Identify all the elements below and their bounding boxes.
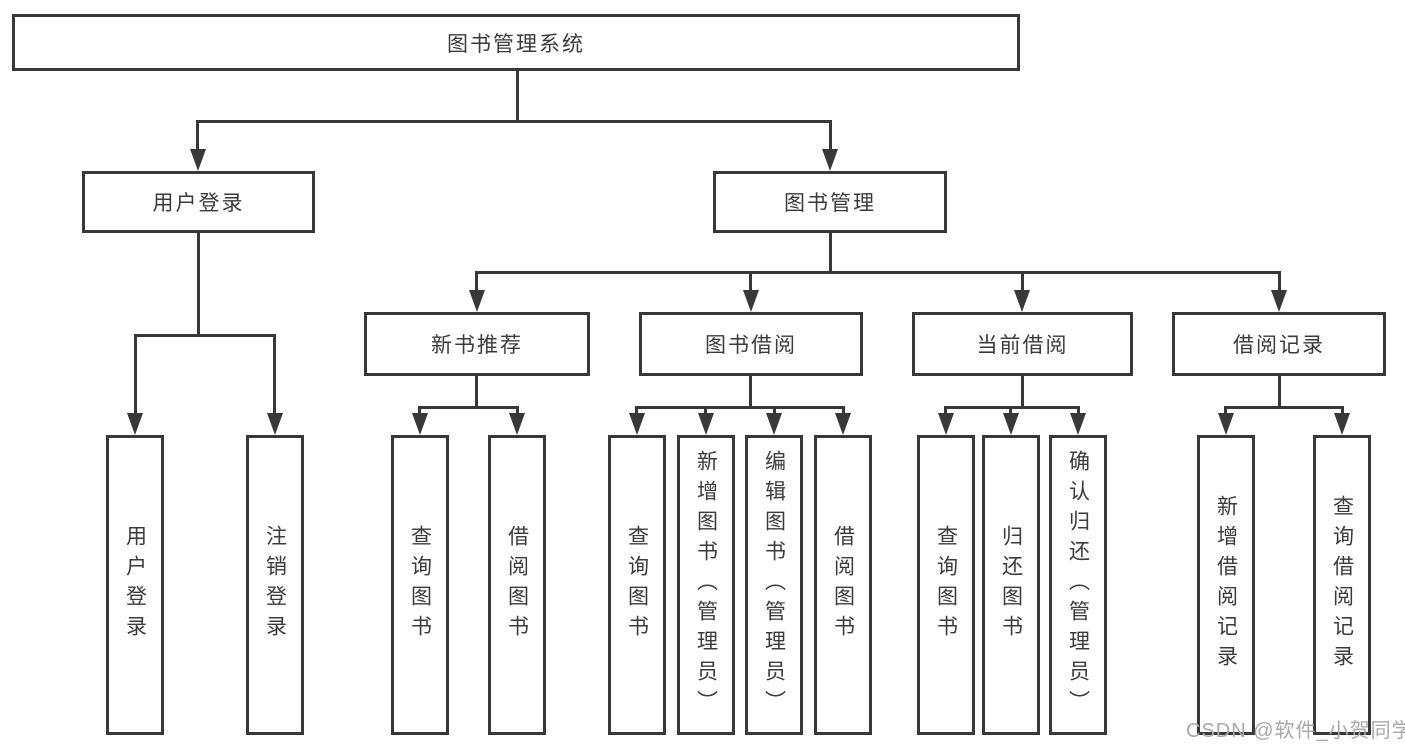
leaf-return-book: 归还图书 xyxy=(982,435,1040,735)
connector-line xyxy=(704,406,707,416)
connector-line xyxy=(842,406,845,416)
node-label: 新增图书（管理员） xyxy=(694,450,718,720)
arrow-down-icon xyxy=(509,413,525,435)
connector-line xyxy=(635,406,638,416)
connector-line xyxy=(773,406,776,416)
node-label: 借阅记录 xyxy=(1233,334,1325,357)
connector-line xyxy=(516,71,519,122)
connector-line xyxy=(197,233,200,337)
arrow-down-icon xyxy=(835,413,851,435)
connector-line xyxy=(944,406,1080,409)
node-label: 新增借阅记录 xyxy=(1214,495,1238,675)
node-current-borrow: 当前借阅 xyxy=(912,312,1133,376)
connector-line xyxy=(273,334,276,416)
node-label: 用户登录 xyxy=(123,525,147,645)
node-new-book-recommend: 新书推荐 xyxy=(364,312,590,376)
node-label: 用户登录 xyxy=(152,192,245,215)
connector-line xyxy=(134,334,137,416)
node-label: 图书管理系统 xyxy=(447,32,585,56)
connector-line xyxy=(475,271,478,293)
arrow-down-icon xyxy=(190,149,206,171)
leaf-add-borrow-record: 新增借阅记录 xyxy=(1197,435,1255,735)
arrow-down-icon xyxy=(698,413,714,435)
arrow-down-icon xyxy=(629,413,645,435)
leaf-borrow-books: 借阅图书 xyxy=(814,435,872,735)
connector-line xyxy=(516,406,519,416)
node-label: 查询图书 xyxy=(625,525,649,645)
leaf-edit-book-admin: 编辑图书（管理员） xyxy=(745,435,803,735)
connector-line xyxy=(635,406,845,409)
connector-line xyxy=(1341,406,1344,416)
connector-line xyxy=(829,233,832,273)
connector-line xyxy=(1009,406,1012,416)
connector-line xyxy=(944,406,947,416)
node-label: 查询图书 xyxy=(934,525,958,645)
connector-line xyxy=(418,406,421,416)
connector-line xyxy=(749,376,752,409)
connector-line xyxy=(829,120,832,153)
arrow-down-icon xyxy=(743,290,759,312)
arrow-down-icon xyxy=(412,413,428,435)
node-label: 查询借阅记录 xyxy=(1330,495,1354,675)
connector-line xyxy=(1077,406,1080,416)
arrow-down-icon xyxy=(1271,290,1287,312)
arrow-down-icon xyxy=(267,413,283,435)
node-user-login: 用户登录 xyxy=(82,171,315,233)
arrow-down-icon xyxy=(1003,413,1019,435)
node-label: 借阅图书 xyxy=(831,525,855,645)
connector-line xyxy=(196,120,199,153)
leaf-recommend-query-books: 查询图书 xyxy=(391,435,449,735)
arrow-down-icon xyxy=(1070,413,1086,435)
node-label: 借阅图书 xyxy=(505,525,529,645)
arrow-down-icon xyxy=(822,149,838,171)
leaf-borrow-query-books: 查询图书 xyxy=(608,435,666,735)
watermark: CSDN @软件_小贺同学 xyxy=(1186,720,1405,742)
leaf-confirm-return-admin: 确认归还（管理员） xyxy=(1049,435,1107,735)
node-book-management: 图书管理 xyxy=(713,171,947,233)
node-label: 确认归还（管理员） xyxy=(1066,450,1090,720)
connector-line xyxy=(475,376,478,409)
arrow-down-icon xyxy=(766,413,782,435)
connector-line xyxy=(197,120,832,123)
arrow-down-icon xyxy=(1334,413,1350,435)
node-label: 查询图书 xyxy=(408,525,432,645)
connector-line xyxy=(475,271,1281,274)
node-label: 新书推荐 xyxy=(431,334,523,357)
leaf-logout: 注销登录 xyxy=(246,435,304,735)
connector-line xyxy=(1278,271,1281,293)
connector-line xyxy=(134,334,276,337)
connector-line xyxy=(1021,376,1024,409)
leaf-current-query-books: 查询图书 xyxy=(917,435,975,735)
arrow-down-icon xyxy=(127,413,143,435)
connector-line xyxy=(418,406,519,409)
node-label: 当前借阅 xyxy=(976,334,1069,357)
leaf-user-login: 用户登录 xyxy=(106,435,164,735)
node-library-system: 图书管理系统 xyxy=(12,14,1020,71)
node-borrow-record: 借阅记录 xyxy=(1172,312,1386,376)
leaf-recommend-borrow-books: 借阅图书 xyxy=(488,435,546,735)
connector-line xyxy=(1224,406,1344,409)
leaf-add-book-admin: 新增图书（管理员） xyxy=(677,435,735,735)
connector-line xyxy=(1021,271,1024,293)
arrow-down-icon xyxy=(1218,413,1234,435)
connector-line xyxy=(1278,376,1281,409)
node-label: 图书借阅 xyxy=(705,334,797,357)
leaf-query-borrow-record: 查询借阅记录 xyxy=(1313,435,1371,735)
node-label: 编辑图书（管理员） xyxy=(762,450,786,720)
arrow-down-icon xyxy=(469,290,485,312)
node-label: 注销登录 xyxy=(263,525,287,645)
node-book-borrow: 图书借阅 xyxy=(639,312,863,376)
arrow-down-icon xyxy=(1014,290,1030,312)
connector-line xyxy=(1224,406,1227,416)
connector-line xyxy=(749,271,752,293)
node-label: 图书管理 xyxy=(784,192,876,215)
arrow-down-icon xyxy=(938,413,954,435)
node-label: 归还图书 xyxy=(999,525,1023,645)
